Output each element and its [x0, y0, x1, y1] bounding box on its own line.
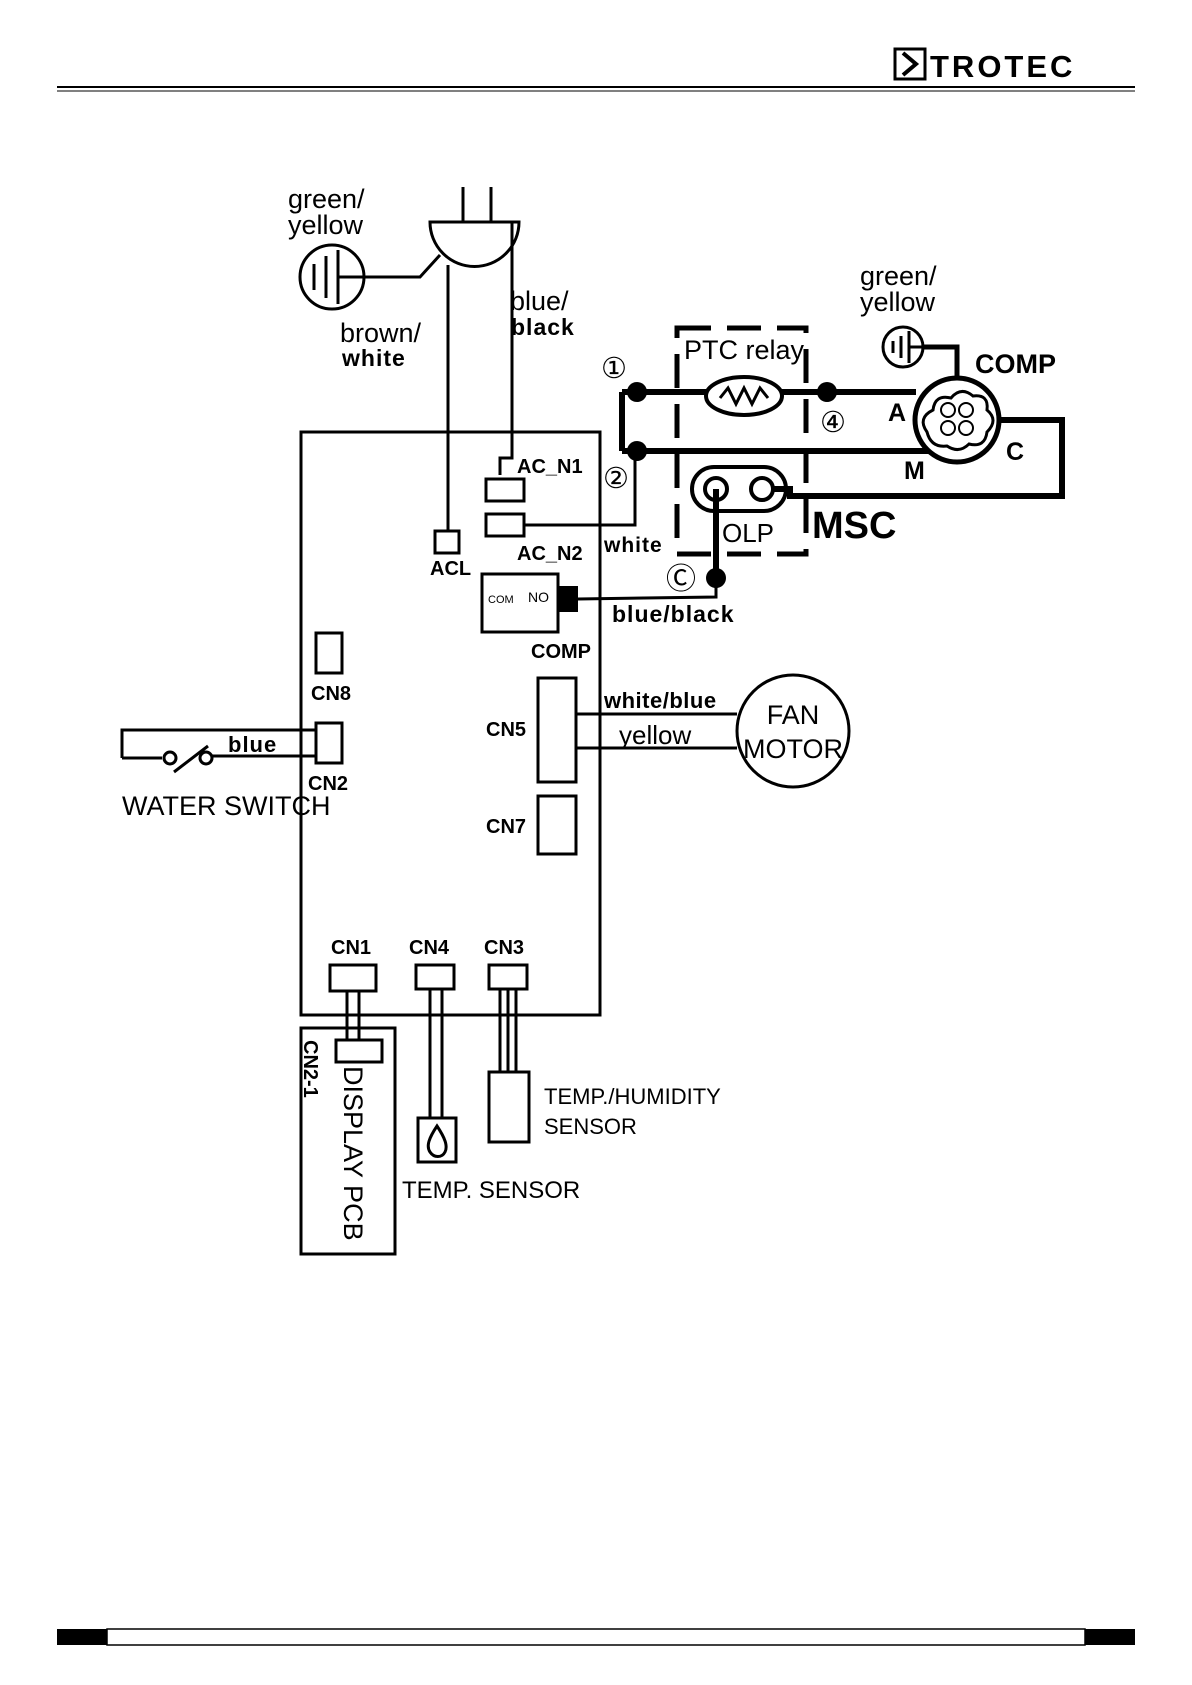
- relay-no-label: NO: [528, 589, 549, 605]
- water-switch-label: WATER SWITCH: [122, 791, 330, 821]
- terminal-a-label: A: [888, 399, 906, 427]
- node-2-label: ②: [603, 463, 629, 495]
- water-switch-icon: [122, 746, 212, 772]
- cn4-label: CN4: [409, 937, 450, 959]
- cn8-connector: [316, 633, 342, 673]
- cn2-1-label: CN2-1: [299, 1040, 321, 1098]
- blue-label: blue/: [510, 286, 569, 316]
- node-c-label: Ⓒ: [666, 563, 696, 596]
- cn7-label: CN7: [486, 816, 526, 838]
- ac-n2-terminal: [486, 514, 524, 536]
- cn5-label: CN5: [486, 719, 526, 741]
- ac-n1-terminal: [486, 479, 524, 501]
- display-pcb-label: DISPLAY PCB: [338, 1066, 368, 1241]
- power-plug: [430, 187, 519, 267]
- footer: [57, 1629, 1135, 1645]
- ground-plug-icon: [300, 245, 364, 309]
- temp-sensor-icon: [418, 1118, 456, 1162]
- cn2-1-connector: [336, 1040, 382, 1062]
- cn5-connector: [538, 678, 576, 782]
- ac-n1-label: AC_N1: [517, 456, 583, 478]
- ground-label-2: yellow: [288, 210, 364, 240]
- white-label: white: [341, 345, 406, 371]
- temp-humidity-label: TEMP./HUMIDITY: [544, 1084, 721, 1109]
- sensor-label: SENSOR: [544, 1114, 637, 1139]
- compressor-motor-icon: [915, 378, 999, 462]
- node-1-label: ①: [601, 353, 627, 385]
- cn1-label: CN1: [331, 937, 371, 959]
- acl-label: ACL: [430, 558, 471, 580]
- cn3-label: CN3: [484, 937, 524, 959]
- white-blue-label: white/blue: [603, 688, 717, 713]
- cn1-connector: [330, 965, 376, 991]
- yellow-wire-label: yellow: [619, 720, 691, 750]
- cn8-label: CN8: [311, 683, 351, 705]
- terminal-m-label: M: [904, 457, 925, 485]
- fan-motor-icon: [737, 675, 849, 787]
- ptc-relay-label: PTC relay: [684, 335, 805, 365]
- motor-label: MOTOR: [743, 734, 843, 764]
- msc-label: MSC: [812, 505, 896, 547]
- cn2-connector: [316, 723, 342, 763]
- relay-comp-label: COMP: [531, 641, 591, 663]
- acl-terminal: [435, 531, 459, 553]
- blue-wire-label: blue: [228, 732, 277, 757]
- header: TROTEC: [57, 49, 1135, 91]
- brown-label: brown/: [340, 318, 422, 348]
- main-pcb: [301, 432, 600, 1015]
- ground-comp-label-2: yellow: [860, 287, 936, 317]
- cn3-connector: [489, 965, 527, 989]
- olp-label: OLP: [722, 518, 774, 548]
- temp-sensor-label: TEMP. SENSOR: [402, 1177, 580, 1204]
- ac-n2-label: AC_N2: [517, 543, 583, 565]
- node-4-label: ④: [820, 407, 846, 439]
- brand-name: TROTEC: [930, 49, 1075, 84]
- relay-com-label: COM: [488, 594, 514, 606]
- white-wire-label: white: [603, 534, 663, 557]
- olp-icon: [692, 467, 786, 511]
- comp-label: COMP: [975, 349, 1056, 379]
- ptc-resistor-icon: [706, 377, 782, 415]
- black-label: black: [511, 314, 575, 340]
- cn4-connector: [416, 965, 454, 989]
- trotec-logo: TROTEC: [895, 49, 1075, 84]
- temp-humidity-sensor-icon: [489, 1072, 529, 1142]
- terminal-c-label: C: [1006, 438, 1024, 466]
- fan-label: FAN: [767, 700, 820, 730]
- cn7-connector: [538, 796, 576, 854]
- blue-black-label: blue/black: [612, 601, 734, 627]
- ground-comp-icon: [883, 327, 923, 367]
